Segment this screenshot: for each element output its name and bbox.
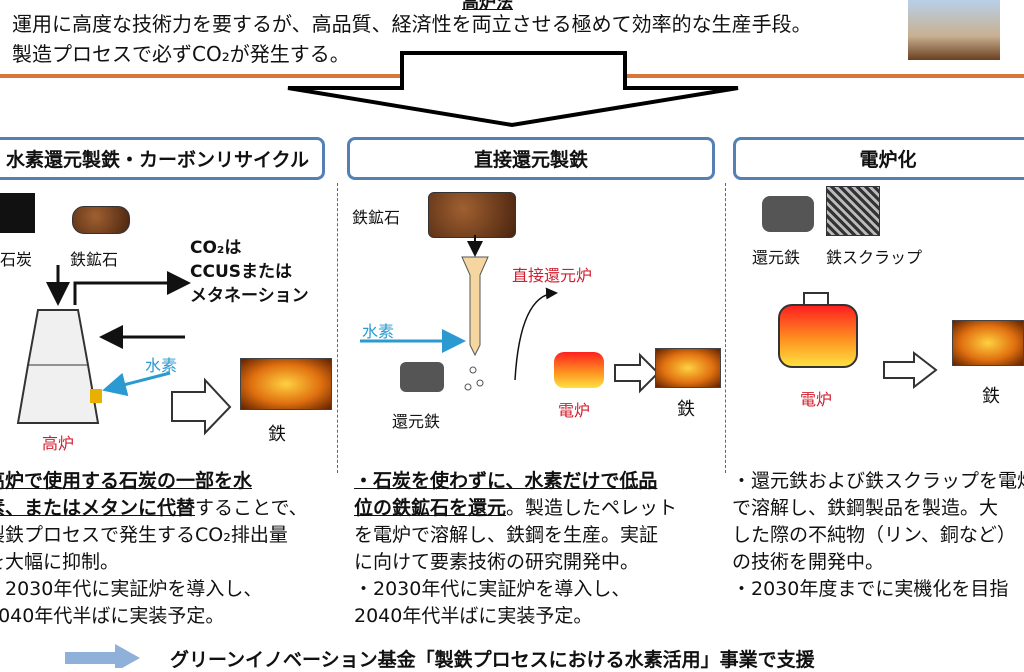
coal-image: [0, 193, 35, 233]
text-line: 高炉で使用する石炭の一部を水: [0, 470, 253, 492]
iron-ore-label: 鉄鉱石: [70, 250, 119, 269]
text-line: を大幅に抑制。: [0, 551, 120, 573]
scrap-image: [826, 186, 880, 236]
text-line: ・石炭を使わずに、水素だけで低品: [354, 470, 658, 492]
text-line: ・還元鉄および鉄スクラップを電炉: [732, 470, 1024, 492]
blast-furnace-photo: [908, 0, 1000, 60]
description-direct-reduction: ・石炭を使わずに、水素だけで低品 位の鉄鉱石を還元。製造したペレット を電炉で溶…: [354, 468, 677, 630]
eaf-image: [778, 304, 858, 368]
co2-note-line: CO₂は: [190, 238, 242, 258]
down-arrow-icon: [287, 51, 739, 128]
iron-label: 鉄: [268, 424, 286, 445]
description-eaf: ・還元鉄および鉄スクラップを電炉 で溶解し、鉄鋼製品を製造。大 した際の不純物（…: [732, 468, 1024, 603]
intro-line-1: 運用に高度な技術力を要するが、高品質、経済性を両立させる極めて効率的な生産手段。: [12, 12, 812, 36]
text-line: 素、またはメタンに代替: [0, 497, 196, 519]
support-arrow-icon: [65, 644, 140, 668]
co2-note-line: メタネーション: [190, 286, 309, 306]
iron-ore-pellets-image: [428, 192, 516, 238]
eaf-label: 電炉: [558, 401, 591, 420]
text-line: 。製造したペレット: [506, 497, 678, 519]
text-line: を電炉で溶解し、鉄鋼を生産。実証: [354, 524, 659, 546]
molten-iron-image: [952, 320, 1024, 366]
reduced-iron-label: 還元鉄: [392, 412, 441, 431]
text-line: 2040年代半ばに実装予定。: [354, 605, 593, 627]
text-line: の技術を開発中。: [732, 551, 885, 573]
text-line: ・2030年度までに実機化を目指: [732, 578, 1009, 600]
column-header-eaf: 電炉化: [733, 137, 1024, 180]
reactor-label: 直接還元炉: [512, 266, 593, 285]
coal-label: 石炭: [0, 250, 33, 269]
section-title-partial: 高炉法: [462, 0, 513, 13]
text-line: 位の鉄鉱石を還元: [354, 497, 507, 519]
text-line: ・2030年代に実証炉を導入し、: [354, 578, 631, 600]
hydrogen-label: 水素: [145, 356, 178, 375]
reduced-iron-image: [400, 362, 444, 392]
hydrogen-label: 水素: [362, 322, 395, 341]
molten-iron-image: [655, 348, 721, 388]
eaf-label: 電炉: [800, 390, 833, 409]
molten-iron-image: [240, 358, 332, 410]
text-line: で溶解し、鉄鋼製品を製造。大: [732, 497, 999, 519]
electrode-icon: [803, 292, 829, 304]
description-hydrogen-reduction: 高炉で使用する石炭の一部を水 素、またはメタンに代替することで、 製鉄プロセスで…: [0, 468, 308, 630]
column-divider: [337, 183, 338, 473]
footer-support-text: グリーンイノベーション基金「製鉄プロセスにおける水素活用」事業で支援: [170, 649, 815, 671]
blast-furnace-diagram: [16, 265, 232, 436]
iron-ore-image: [72, 206, 130, 234]
reduced-iron-image: [762, 196, 814, 232]
text-line: ・2030年代に実証炉を導入し、: [0, 578, 263, 600]
co2-note: CO₂は CCUSまたはメタネーション: [190, 236, 309, 308]
direct-reduction-diagram: [360, 235, 660, 394]
blast-furnace-label: 高炉: [42, 434, 75, 453]
co2-note-line: CCUSまたは: [190, 262, 292, 282]
text-line: した際の不純物（リン、銅など）: [732, 524, 1016, 546]
iron-label: 鉄: [677, 399, 695, 420]
text-line: 製鉄プロセスで発生するCO₂排出量: [0, 524, 288, 546]
column-divider: [725, 183, 726, 473]
eaf-image: [554, 352, 604, 388]
right-arrow-icon: [883, 350, 938, 390]
intro-line-2: 製造プロセスで必ずCO₂が発生する。: [12, 42, 350, 66]
text-line: に向けて要素技術の研究開発中。: [354, 551, 640, 573]
text-line: 2040年代半ばに実装予定。: [0, 605, 225, 627]
iron-label: 鉄: [982, 386, 1000, 407]
iron-ore-label: 鉄鉱石: [352, 208, 401, 227]
scrap-label: 鉄スクラップ: [826, 248, 923, 267]
column-header-direct-reduction: 直接還元製鉄: [347, 137, 715, 180]
reduced-iron-label: 還元鉄: [752, 248, 801, 267]
text-line: することで、: [195, 497, 308, 519]
column-header-hydrogen-reduction: 水素還元製鉄・カーボンリサイクル: [0, 137, 325, 180]
